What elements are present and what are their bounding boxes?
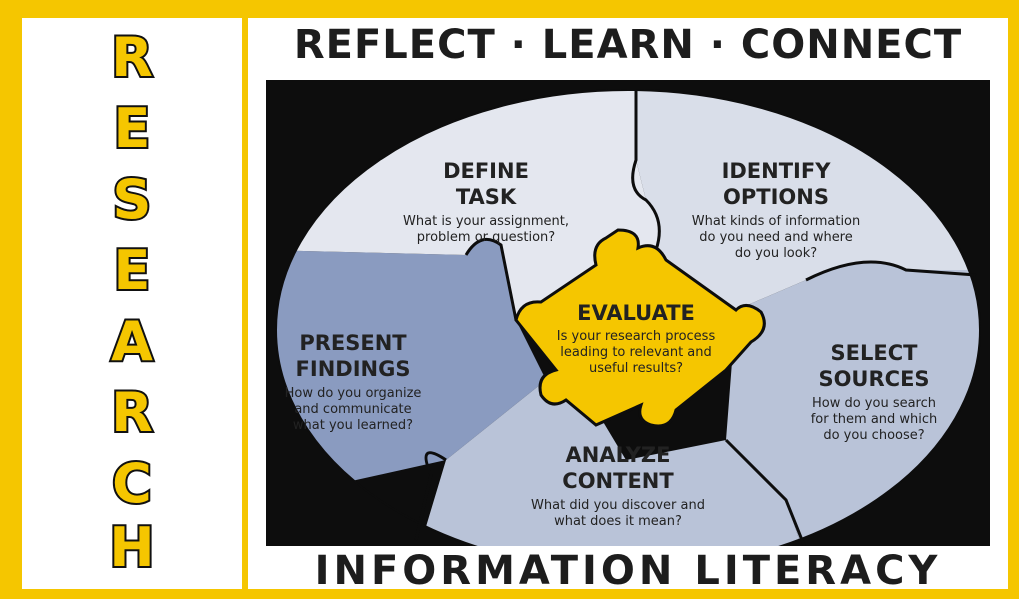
present-title-2: FINDINGS (296, 357, 411, 381)
analyze-title-2: CONTENT (562, 469, 674, 493)
evaluate-title: EVALUATE (577, 301, 695, 325)
letter-e: E (112, 239, 153, 303)
evaluate-line-1: Is your research process (557, 329, 716, 344)
bottom-title: INFORMATION LITERACY (314, 548, 942, 594)
letter-r: R (109, 26, 155, 90)
diagram-background: DEFINE TASK What is your assignment, pro… (266, 80, 990, 546)
define-task-text: DEFINE TASK What is your assignment, pro… (403, 159, 569, 245)
define-line-1: What is your assignment, (403, 214, 569, 229)
select-title-1: SELECT (831, 341, 919, 365)
present-findings-piece (276, 239, 546, 500)
letter-r: R (109, 381, 155, 445)
define-line-2: problem or question? (417, 230, 555, 245)
analyze-title-1: ANALYZE (566, 443, 671, 467)
present-title-1: PRESENT (299, 331, 407, 355)
letter-h: H (107, 516, 156, 580)
define-title-2: TASK (456, 185, 517, 209)
identify-title-1: IDENTIFY (722, 159, 832, 183)
analyze-content-text: ANALYZE CONTENT What did you discover an… (531, 443, 705, 529)
define-title-1: DEFINE (443, 159, 529, 183)
select-title-2: SOURCES (818, 367, 929, 391)
select-line-2: for them and which (811, 412, 938, 427)
identify-line-3: do you look? (735, 246, 817, 261)
info-literacy-panel: REFLECT · LEARN · CONNECT (248, 18, 1008, 593)
left-panel: R E S E A R C H (22, 18, 242, 589)
select-line-1: How do you search (812, 396, 936, 411)
analyze-line-1: What did you discover and (531, 498, 705, 513)
select-sources-text: SELECT SOURCES How do you search for the… (811, 341, 938, 443)
analyze-line-2: what does it mean? (554, 514, 682, 529)
research-vertical-word: R E S E A R C H (22, 18, 242, 589)
present-line-2: and communicate (294, 402, 411, 417)
evaluate-text: EVALUATE Is your research process leadin… (557, 301, 716, 376)
identify-options-text: IDENTIFY OPTIONS What kinds of informati… (692, 159, 861, 261)
evaluate-center-piece (514, 228, 766, 428)
letter-e: E (112, 97, 153, 161)
identify-title-2: OPTIONS (723, 185, 829, 209)
present-line-1: How do you organize (285, 386, 422, 401)
present-line-3: what you learned? (293, 418, 413, 433)
top-title: REFLECT · LEARN · CONNECT (293, 22, 963, 68)
present-findings-text: PRESENT FINDINGS How do you organize and… (285, 331, 422, 433)
analyze-content-piece (416, 380, 806, 546)
identify-line-2: do you need and where (699, 230, 853, 245)
select-line-3: do you choose? (823, 428, 924, 443)
evaluate-line-3: useful results? (589, 361, 683, 376)
identify-line-1: What kinds of information (692, 214, 861, 229)
puzzle-diagram: DEFINE TASK What is your assignment, pro… (275, 89, 981, 546)
evaluate-line-2: leading to relevant and (560, 345, 712, 360)
letter-a: A (109, 310, 155, 374)
letter-s: S (111, 168, 154, 232)
letter-c: C (110, 452, 154, 516)
